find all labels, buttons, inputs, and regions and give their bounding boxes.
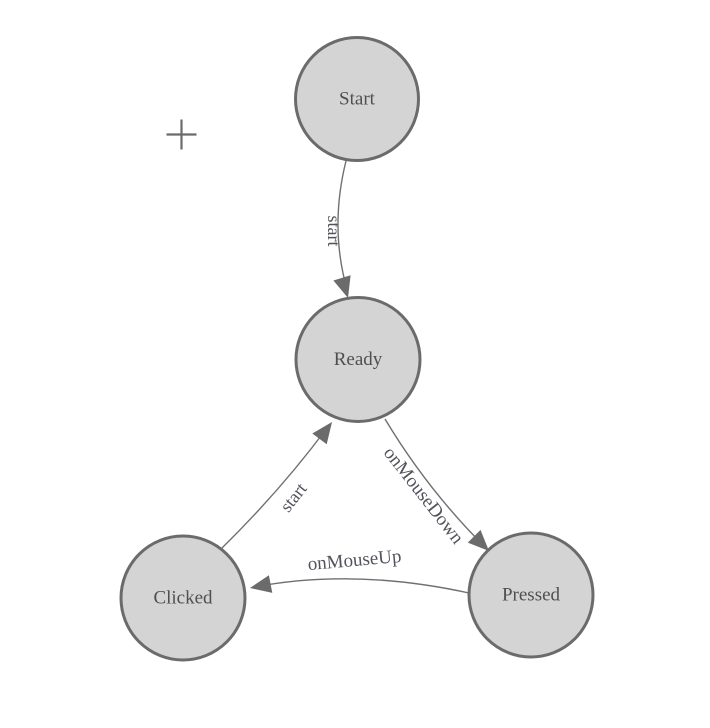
edge-label-onmouseup: onMouseUp: [307, 546, 402, 575]
node-label: Start: [339, 89, 376, 110]
edge-clicked-to-ready[interactable]: start: [220, 422, 332, 550]
node-circle[interactable]: [119, 534, 247, 662]
node-label: Clicked: [153, 588, 213, 609]
origin-crosshair-icon: [166, 119, 197, 150]
node-circle[interactable]: [294, 36, 420, 162]
node-ready[interactable]: Ready: [294, 296, 422, 423]
node-clicked[interactable]: Clicked: [119, 534, 247, 662]
edge-pressed-to-clicked[interactable]: onMouseUp: [250, 546, 470, 594]
arrowhead-icon: [250, 575, 273, 593]
arrowhead-icon: [467, 529, 489, 551]
edge-path[interactable]: [220, 427, 328, 550]
node-circle[interactable]: [467, 531, 595, 659]
edge-path[interactable]: [253, 578, 470, 594]
edge-ready-to-pressed[interactable]: onMouseDown: [379, 418, 489, 551]
node-circle[interactable]: [294, 296, 422, 423]
edge-label-start: start: [324, 216, 344, 247]
node-start[interactable]: Start: [294, 36, 420, 162]
arrowhead-icon: [312, 422, 332, 445]
node-pressed[interactable]: Pressed: [467, 531, 595, 659]
edge-label-onmousedown: onMouseDown: [379, 443, 468, 549]
edge-path[interactable]: [384, 418, 485, 547]
node-label: Pressed: [502, 585, 561, 606]
node-label: Ready: [334, 349, 383, 370]
edge-start-to-ready[interactable]: start: [324, 160, 351, 298]
arrowhead-icon: [333, 275, 351, 298]
